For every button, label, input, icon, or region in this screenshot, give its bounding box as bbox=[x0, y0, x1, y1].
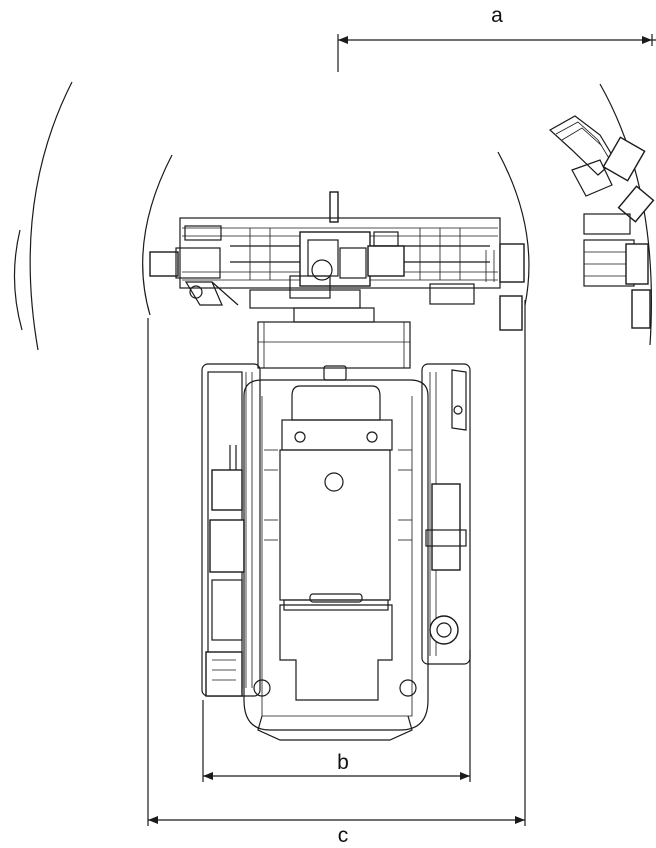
dimension-c: c bbox=[147, 300, 526, 847]
dimension-label-b: b bbox=[337, 751, 349, 774]
rotated-boom-outline bbox=[548, 115, 655, 329]
turntable-plate bbox=[257, 307, 411, 369]
dimension-a: a bbox=[337, 4, 656, 72]
dimension-b: b bbox=[202, 650, 471, 782]
boom-assembly bbox=[149, 191, 525, 331]
dimension-label-a: a bbox=[491, 4, 503, 27]
right-crawler-track bbox=[421, 363, 471, 665]
chassis-frame bbox=[243, 379, 429, 741]
engine-housing bbox=[279, 365, 393, 601]
dimension-label-c: c bbox=[338, 824, 349, 847]
left-crawler-track bbox=[201, 363, 261, 697]
